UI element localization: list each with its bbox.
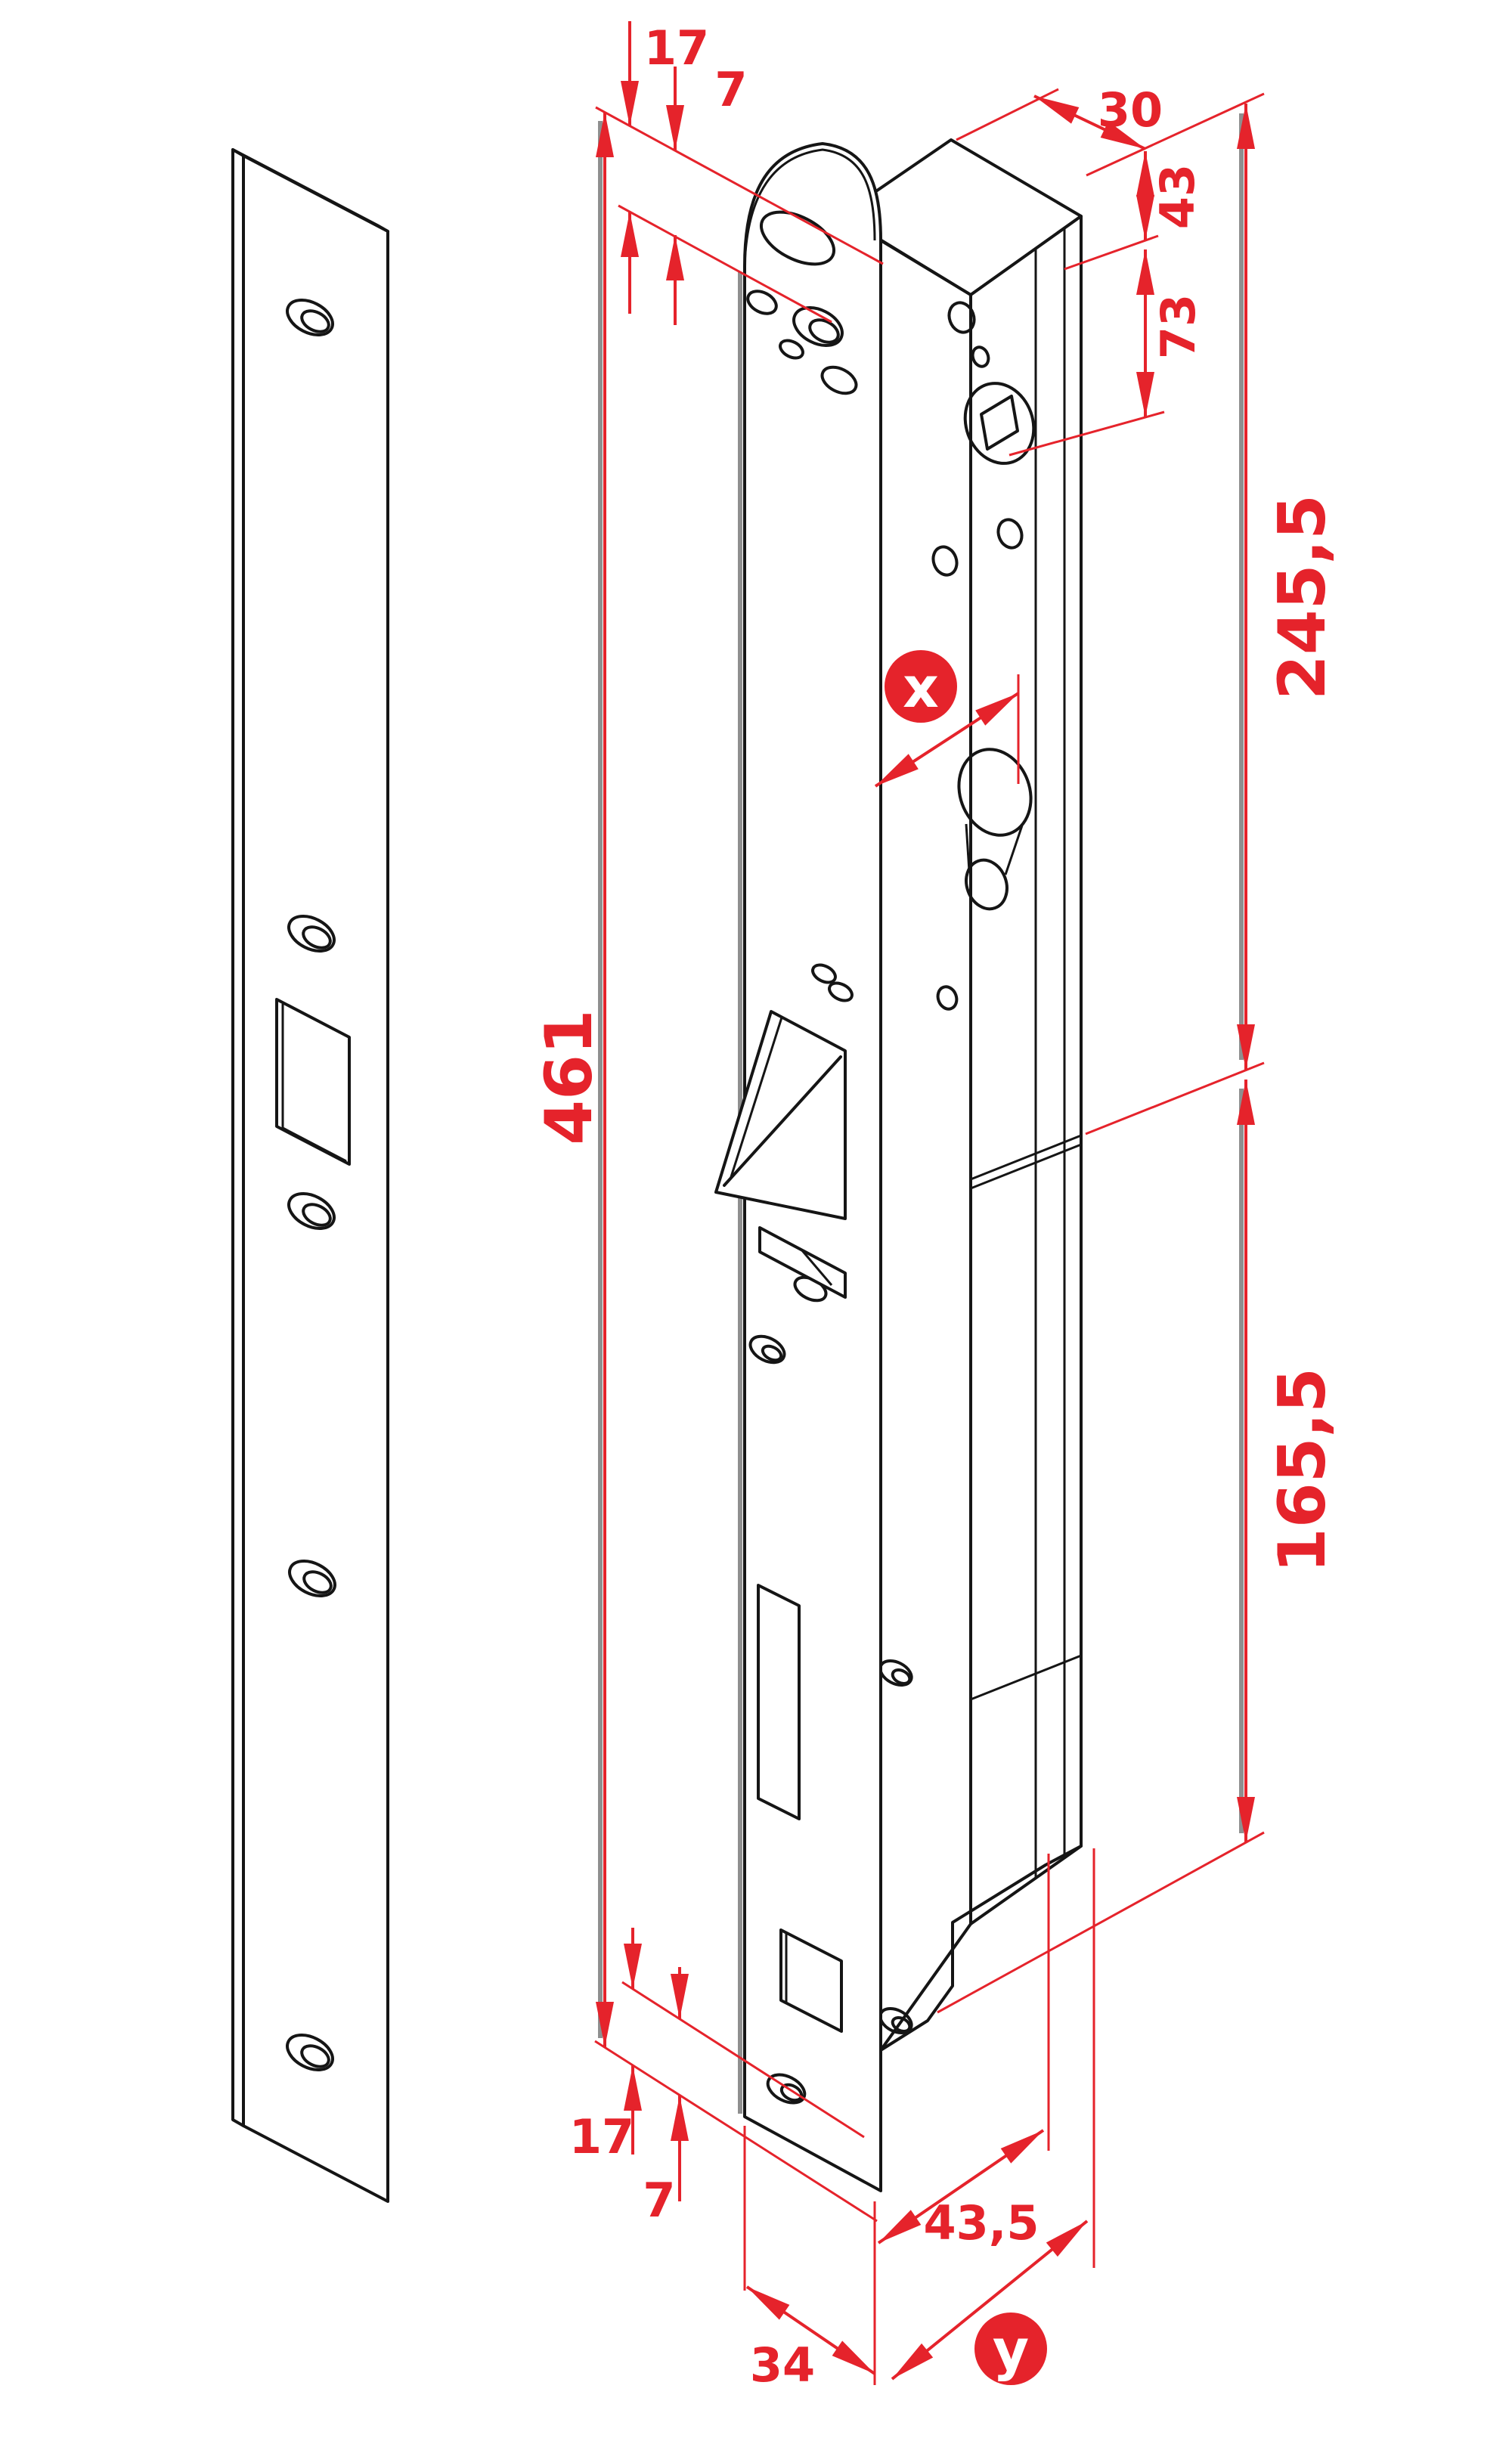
label-73: 73: [1151, 294, 1206, 359]
case-screw-hole-mid-left: [931, 545, 959, 577]
ext-case-top-right: [1086, 92, 1265, 177]
faceplate-hole-d: [811, 963, 837, 984]
dimension-43-5: 43,5: [877, 2129, 1045, 2251]
label-30: 30: [1098, 82, 1163, 138]
y-marker-circle: [974, 2313, 1047, 2385]
case-bottom-step: [879, 1845, 1083, 2052]
case-pin-hole: [971, 345, 990, 368]
label-top-17: 17: [644, 20, 709, 76]
ext-top-hole: [618, 204, 832, 324]
ext-bottom-hole: [621, 1981, 865, 2139]
faceplate-lower-slot: [757, 1584, 801, 1820]
case-front-face: [879, 239, 972, 2052]
depth-y: y: [891, 2220, 1089, 2385]
strike-plate-cutout: [275, 998, 351, 1166]
backset-x: x: [874, 650, 1020, 788]
faceplate-hole-b: [779, 339, 804, 360]
case-screw-hole-bottom-1-inner: [891, 1668, 912, 1685]
ext-top-edge: [595, 106, 884, 265]
dimension-34: 34: [745, 2285, 876, 2393]
dimension-top-17: 17: [621, 20, 709, 314]
case-screw-hole-mid-right: [996, 518, 1024, 550]
x-marker-label: x: [903, 655, 939, 720]
faceplate-countersunk-mid: [748, 1334, 786, 1365]
ext-165-bottom: [937, 1831, 1265, 2014]
ext-bottom-edge: [594, 2040, 878, 2223]
latch-guide: [758, 1226, 847, 1299]
ext-73-bottom: [1009, 410, 1165, 457]
case-panel-line-1: [970, 1134, 1082, 1181]
faceplate-lobe-inner: [743, 148, 876, 267]
label-245-5: 245,5: [1265, 494, 1340, 700]
strike-plate: [231, 148, 389, 2203]
label-461: 461: [531, 1009, 607, 1145]
faceplate-holes: [746, 210, 858, 2105]
label-43-5: 43,5: [924, 2195, 1040, 2251]
faceplate-countersunk-top: [792, 306, 844, 347]
spindle-hole: [963, 382, 1036, 465]
dimension-bottom-17: 17: [569, 1928, 642, 2164]
case-screw-hole-bottom-2-inner: [891, 2016, 912, 2033]
strike-plate-side-edge: [231, 148, 245, 2127]
faceplate-countersunk-top-inner: [808, 318, 840, 344]
case-panel-line-3: [970, 1654, 1082, 1701]
ext-case-top-left: [956, 88, 1059, 141]
label-34: 34: [750, 2337, 815, 2393]
deadbolt-opening: [779, 1928, 843, 2033]
y-marker-label: y: [993, 2318, 1029, 2383]
dimension-165-5: 165,5: [937, 1080, 1340, 2014]
label-165-5: 165,5: [1265, 1368, 1340, 1573]
dimension-73: 73: [1009, 249, 1206, 457]
faceplate-top-slot: [759, 210, 836, 266]
dimensions: 17 7 461 30 43: [531, 20, 1340, 2393]
latch-bolt: [714, 1010, 847, 1299]
dimension-43: 43: [1064, 151, 1205, 271]
faceplate-hole-a: [746, 290, 778, 315]
faceplate-hole-c: [820, 365, 858, 395]
ext-245-165: [1085, 1061, 1265, 1135]
label-bottom-17: 17: [569, 2109, 634, 2164]
case-holes: [878, 301, 1036, 2034]
faceplate-hole-e: [828, 981, 854, 1002]
dimension-bottom-7: 7: [643, 1967, 689, 2228]
dimension-30: 30: [956, 82, 1265, 177]
strike-plate-face: [242, 154, 389, 2203]
case-screw-hole-top: [947, 301, 976, 334]
case-panel-line-2: [970, 1143, 1082, 1190]
label-bottom-7: 7: [643, 2173, 675, 2228]
dimension-top-7: 7: [666, 62, 748, 325]
label-top-7: 7: [714, 62, 747, 117]
dimension-461: 461: [531, 112, 614, 2047]
dimension-245-5: 245,5: [1085, 104, 1340, 1135]
label-43: 43: [1150, 164, 1205, 229]
faceplate-countersunk-mid-inner: [761, 1344, 783, 1362]
ext-43-73: [1064, 234, 1159, 271]
case-hole-lower: [936, 985, 959, 1011]
strike-plate-holes: [286, 299, 336, 2071]
